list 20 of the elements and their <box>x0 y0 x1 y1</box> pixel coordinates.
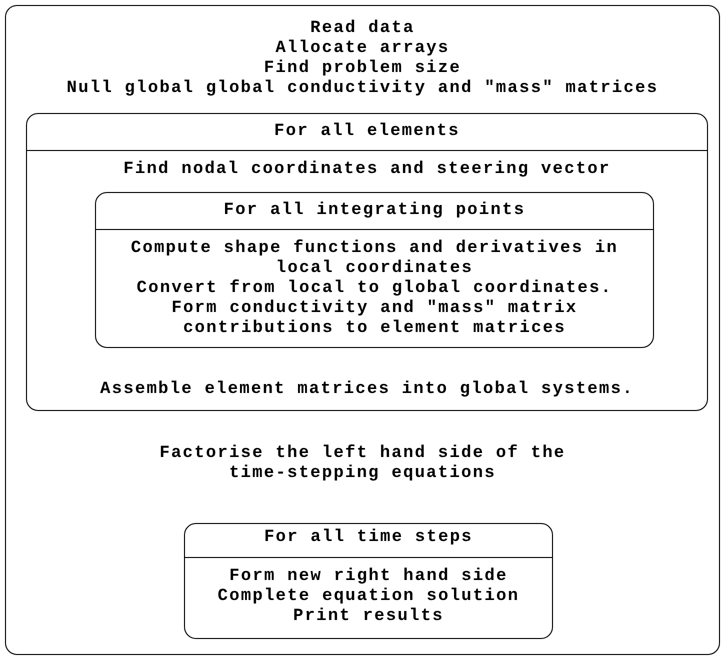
loop-box <box>26 113 708 411</box>
step-text: Complete equation solution <box>218 587 520 607</box>
loop-box <box>95 192 654 348</box>
step-text: Read data <box>310 19 415 39</box>
step-text: Convert from local to global coordinates. <box>136 279 612 299</box>
step-text: Assemble element matrices into global systems. <box>100 380 634 400</box>
step-text: Find problem size <box>264 59 462 79</box>
step-text: Print results <box>293 607 444 627</box>
program-box <box>5 5 720 655</box>
step-text: Find nodal coordinates and steering vector <box>123 160 611 180</box>
step-text: Compute shape functions and derivatives in local coordinates <box>130 239 620 279</box>
loop-box <box>184 523 553 639</box>
loop-heading: For all elements <box>274 122 460 142</box>
step-text: Form conductivity and "mass" matrix contributions to element matrices <box>170 299 579 339</box>
step-text: Allocate arrays <box>275 39 450 59</box>
loop-heading: For all time steps <box>264 528 473 548</box>
loop-heading: For all integrating points <box>224 201 526 221</box>
step-text: Null global global conductivity and "mass" matrices <box>66 79 658 99</box>
step-text: Form new right hand side <box>229 567 508 587</box>
step-text: Factorise the left hand side of the time-stepping equations <box>158 444 567 484</box>
